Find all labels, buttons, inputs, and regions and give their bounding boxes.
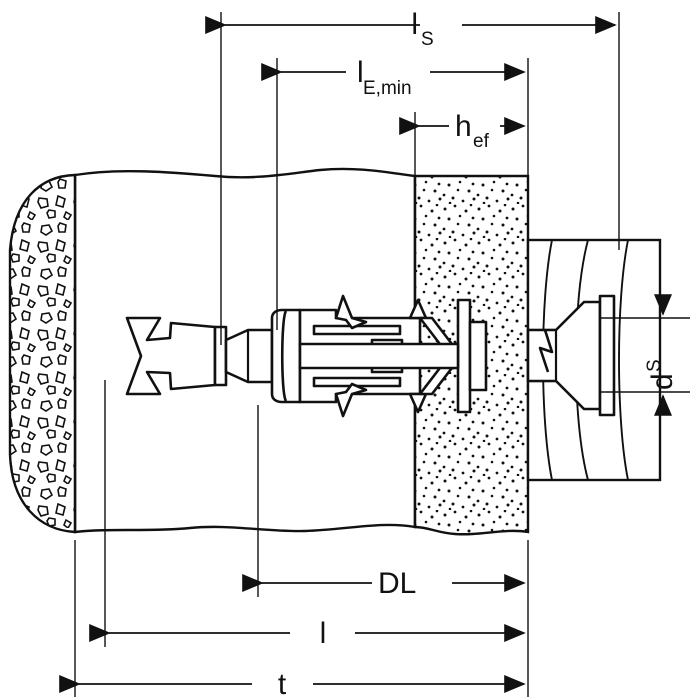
dimension-label-t: t <box>278 668 287 700</box>
flange-rim <box>468 320 488 392</box>
dimension-ds: d S <box>644 294 679 416</box>
sleeve-slot-lower <box>312 376 402 388</box>
expansion-barb-lower-1 <box>334 382 368 418</box>
dimension-sub-ds: S <box>644 359 665 372</box>
insulation-aggregate-layer <box>8 173 77 534</box>
screw-shank <box>298 342 460 370</box>
collar-flange <box>456 298 472 414</box>
dimension-label-dl: DL <box>378 567 416 600</box>
expansion-barb-upper-2 <box>408 298 428 320</box>
dimension-t: t <box>59 668 526 700</box>
dimension-sub-hef: ef <box>473 131 490 152</box>
frame-anchor-assembly <box>125 294 616 418</box>
sleeve-shadow-line <box>280 310 288 402</box>
expansion-tip-wings <box>125 316 217 396</box>
dimension-hef: h ef <box>399 110 526 152</box>
dimension-label-hef: h <box>455 110 472 143</box>
dimension-lemin: l E,min <box>261 56 526 99</box>
dimension-label-l: l <box>320 617 327 650</box>
screw-head-notch <box>538 329 554 373</box>
dimension-sub-lemin: E,min <box>363 78 412 99</box>
expansion-barb-upper-1 <box>334 294 368 330</box>
sleeve-slot-upper <box>312 324 402 336</box>
extension-lines <box>74 12 690 697</box>
dimension-sub-ls: S <box>421 29 434 50</box>
dimension-label-lemin: l <box>357 56 364 89</box>
anchor-shaft <box>213 325 228 387</box>
dimension-ls: l S <box>205 8 617 50</box>
anchor-sleeve-body <box>270 308 302 404</box>
expansion-barb-lower-2 <box>408 392 428 414</box>
dimension-label-ds: d <box>646 373 679 390</box>
dimension-dl: DL <box>242 567 526 600</box>
screw-head-rim <box>598 294 616 417</box>
dimension-l: l <box>89 617 526 650</box>
dimension-label-ls: l <box>411 8 418 41</box>
